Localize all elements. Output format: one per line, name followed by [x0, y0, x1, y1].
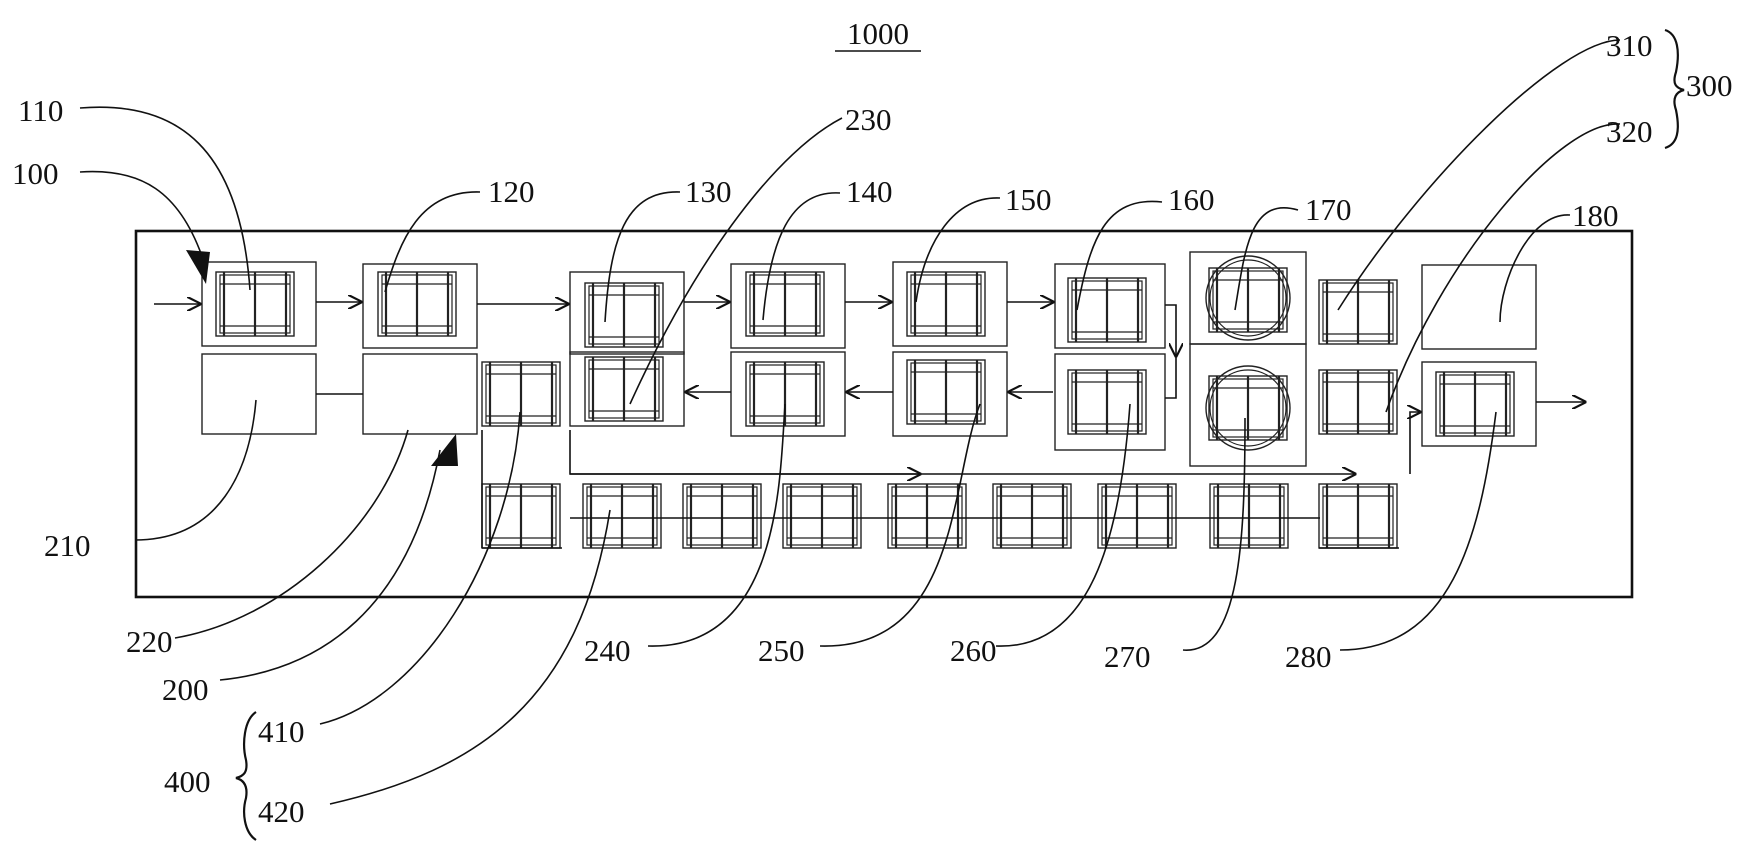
label-210: 210 — [44, 528, 91, 563]
label-170: 170 — [1305, 192, 1352, 227]
brace-400 — [235, 711, 257, 841]
station-260 — [1054, 353, 1166, 451]
label-240: 240 — [584, 633, 631, 668]
label-320: 320 — [1606, 114, 1653, 149]
production-line-frame — [134, 229, 1634, 599]
label-160: 160 — [1168, 182, 1215, 217]
station-270 — [1189, 343, 1307, 467]
station-410 — [480, 360, 562, 428]
label-400: 400 — [164, 764, 211, 799]
label-110: 110 — [18, 93, 63, 128]
label-230: 230 — [845, 102, 892, 137]
label-120: 120 — [488, 174, 535, 209]
label-100: 100 — [12, 156, 59, 191]
station-250 — [892, 351, 1008, 437]
flow-arrows — [154, 302, 1585, 548]
label-270: 270 — [1104, 639, 1151, 674]
label-180: 180 — [1572, 198, 1619, 233]
station-230 — [569, 351, 685, 427]
label-250: 250 — [758, 633, 805, 668]
station-130 — [569, 271, 685, 355]
label-260: 260 — [950, 633, 997, 668]
station-280 — [1421, 361, 1537, 447]
station-140 — [730, 263, 846, 349]
label-280: 280 — [1285, 639, 1332, 674]
pointer-triangle-200 — [431, 434, 458, 466]
label-410: 410 — [258, 714, 305, 749]
station-320 — [1317, 368, 1399, 436]
leader-lines — [79, 39, 1621, 805]
label-140: 140 — [846, 174, 893, 209]
brace-300 — [1664, 28, 1685, 150]
station-210 — [201, 353, 317, 435]
station-180 — [1421, 264, 1537, 350]
station-150 — [892, 261, 1008, 347]
label-300: 300 — [1686, 68, 1733, 103]
station-240 — [730, 351, 846, 437]
station-170 — [1189, 251, 1307, 345]
station-220 — [362, 353, 478, 435]
rack-row-420 — [480, 482, 1399, 550]
label-420: 420 — [258, 794, 305, 829]
pointer-triangle-100 — [186, 250, 210, 284]
station-160 — [1054, 263, 1166, 349]
label-200: 200 — [162, 672, 209, 707]
label-310: 310 — [1606, 28, 1653, 63]
station-110 — [201, 261, 317, 347]
label-220: 220 — [126, 624, 173, 659]
label-130: 130 — [685, 174, 732, 209]
figure-title: 1000 — [847, 16, 909, 51]
label-150: 150 — [1005, 182, 1052, 217]
station-310 — [1317, 278, 1399, 346]
station-120 — [362, 263, 478, 349]
